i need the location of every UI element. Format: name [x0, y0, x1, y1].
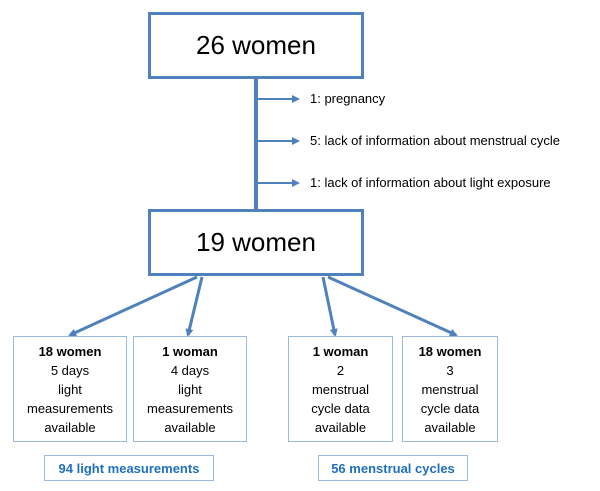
branch-arrow-2 — [185, 276, 204, 337]
group-line: measurements — [27, 401, 113, 416]
top-box-label: 26 women — [196, 30, 316, 60]
exclusion-pregnancy: 1: pregnancy — [310, 91, 386, 106]
group-line: available — [44, 420, 96, 435]
group-line: available — [314, 420, 367, 435]
group-line: 3 — [446, 363, 454, 378]
middle-box: 19 women — [148, 209, 364, 276]
group-box-4: 18 women 3 menstrual cycle data availabl… — [402, 336, 498, 442]
group-box-2: 1 woman 4 days light measurements availa… — [133, 336, 247, 442]
group-line: 2 — [336, 363, 345, 378]
group-line: measurements — [147, 401, 233, 416]
exclusion-menstrual-info: 5: lack of information about menstrual c… — [310, 133, 561, 148]
group-line: 4 days — [170, 363, 210, 378]
group-line: cycle data — [420, 401, 480, 416]
group-line: menstrual — [421, 382, 479, 397]
exclusion-light-info: 1: lack of information about light expos… — [310, 175, 551, 190]
group-line: 5 days — [50, 363, 90, 378]
branch-arrow-3 — [321, 276, 338, 337]
group-line: available — [424, 420, 476, 435]
group-line: available — [164, 420, 216, 435]
branch-arrow-4 — [327, 275, 458, 337]
middle-box-label: 19 women — [196, 227, 316, 257]
group-head: 1 woman — [312, 344, 369, 359]
summary-label: 94 light measurements — [58, 460, 200, 476]
top-box: 26 women — [148, 12, 364, 79]
group-line: light — [58, 382, 82, 397]
group-line: light — [178, 382, 202, 397]
group-head: 1 woman — [162, 344, 218, 359]
summary-light-measurements: 94 light measurements — [44, 455, 214, 481]
group-head: 18 women — [38, 344, 102, 359]
branch-arrow-1 — [68, 275, 198, 337]
summary-label: 56 menstrual cycles — [331, 460, 455, 476]
group-head: 18 women — [418, 344, 482, 359]
group-line: cycle data — [311, 401, 370, 416]
group-line: menstrual — [311, 382, 370, 397]
group-box-1: 18 women 5 days light measurements avail… — [13, 336, 127, 442]
summary-menstrual-cycles: 56 menstrual cycles — [318, 455, 468, 481]
group-box-3: 1 woman 2 menstrual cycle data available — [288, 336, 393, 442]
